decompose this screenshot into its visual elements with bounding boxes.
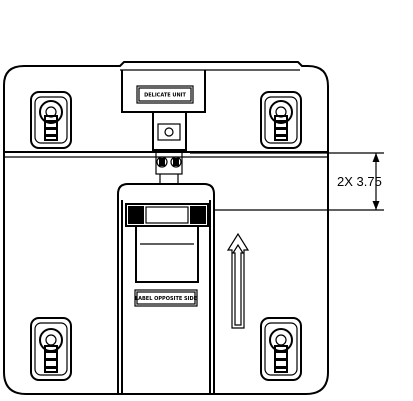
up-arrow-icon [226,232,250,329]
bottom-label-plate [134,289,198,307]
upper-label-boss: DELICATE UNIT [121,70,206,113]
dimension-callout: 2X 3.75 [190,152,384,211]
caster-bottom-left [30,317,72,381]
caster-top-right [260,91,302,149]
case-base-outline [3,150,329,395]
lower-handle-boss: LABEL OPPOSITE SIDE [117,183,215,394]
case-body [3,61,329,395]
caster-bottom-right [260,317,302,381]
caster-top-left [30,91,72,149]
handle-frame [125,203,209,227]
handle-grip [135,226,199,283]
dimension-text: 2X 3.75 [337,174,382,189]
top-label-text: DELICATE UNIT [144,93,186,99]
bottom-label-text: LABEL OPPOSITE SIDE [135,296,198,302]
top-label-plate [136,85,194,104]
center-latch [152,112,187,184]
case-lid-outline [3,61,329,162]
